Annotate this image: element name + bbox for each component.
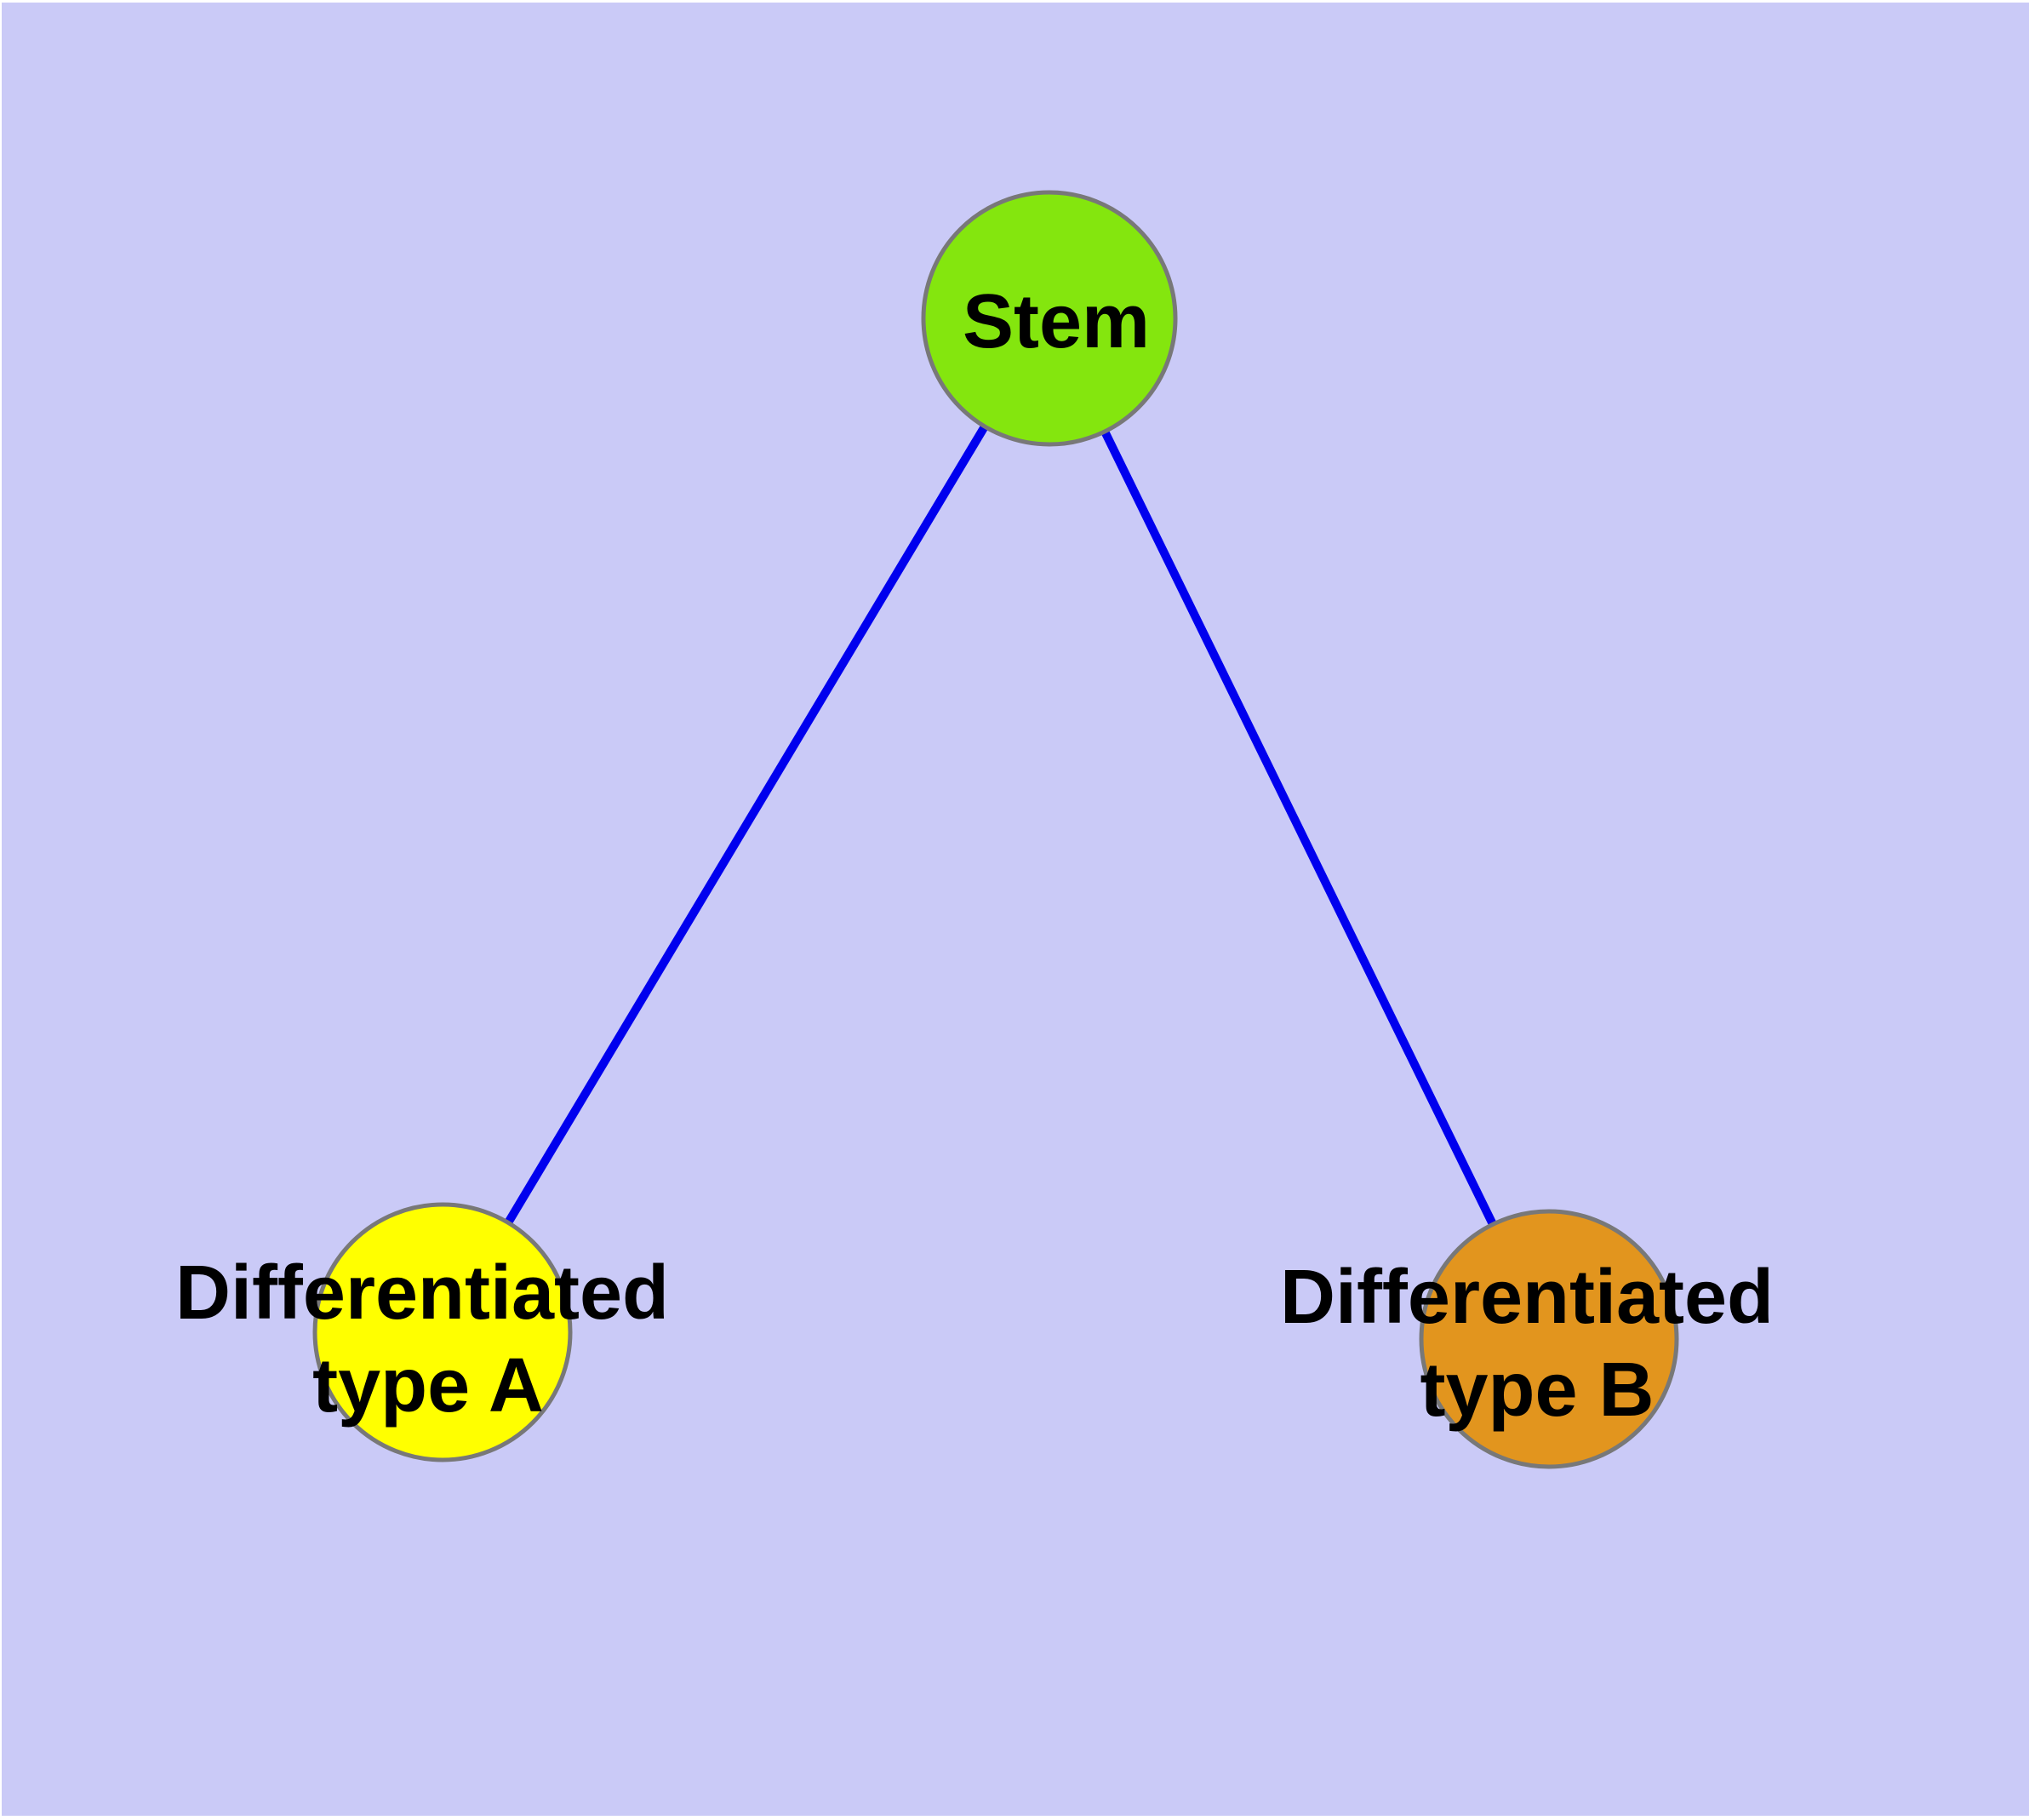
edge-stem-to-type-b [1045,316,1553,1342]
node-stem-circle [921,190,1178,447]
node-differentiated-type-b-label-line1: Differentiated [1280,1255,1774,1340]
node-differentiated-type-a-label-line1: Differentiated [175,1251,669,1336]
node-differentiated-type-b-circle [1419,1209,1679,1469]
node-stem-label: Stem [963,279,1150,364]
edge-stem-to-type-a [438,316,1054,1335]
node-differentiated-type-a-circle [312,1202,573,1462]
node-differentiated-type-a-label-line2: type A [312,1343,544,1428]
node-differentiated-type-b-label-line2: type B [1420,1348,1654,1433]
